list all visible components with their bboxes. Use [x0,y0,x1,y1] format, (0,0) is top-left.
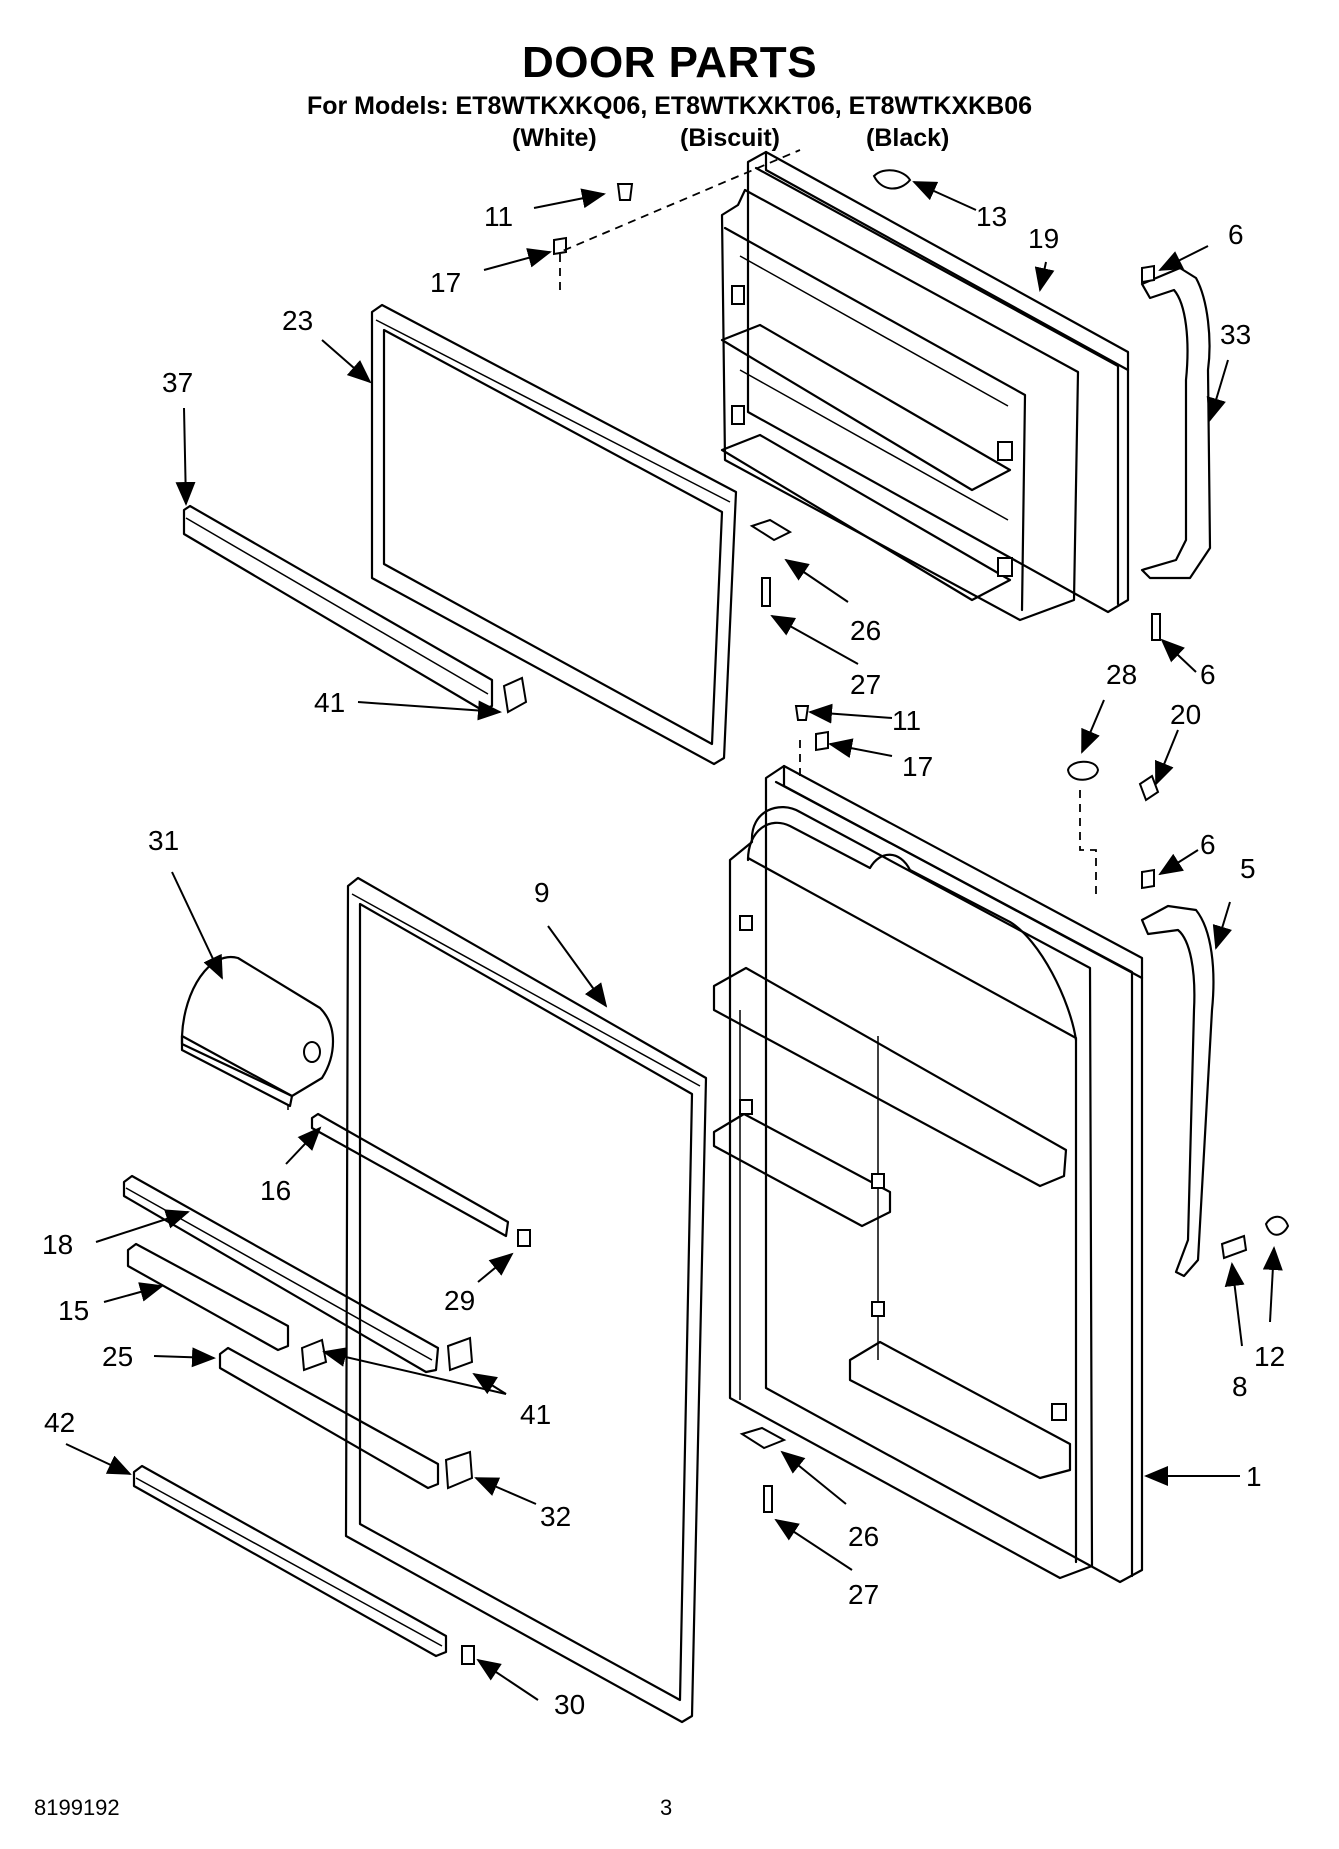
callout-8: 8 [1232,1371,1248,1402]
callout-32: 32 [540,1501,571,1532]
callout-26: 26 [850,615,881,646]
document-number: 8199192 [34,1795,120,1820]
callout-42: 42 [44,1407,75,1438]
hardware [553,169,1290,1513]
callout-26-lower: 26 [848,1521,879,1552]
callout-16: 16 [260,1175,291,1206]
callout-5: 5 [1240,853,1256,884]
dairy-door [180,955,335,1110]
freezer-gasket [370,303,738,766]
callout-18: 18 [42,1229,73,1260]
callout-13: 13 [976,201,1007,232]
freezer-door [720,150,1130,622]
callout-19: 19 [1028,223,1059,254]
callout-31: 31 [148,825,179,856]
models-line: For Models: ET8WTKXKQ06, ET8WTKXKT06, ET… [306,92,1033,120]
callout-33: 33 [1220,319,1251,350]
callout-17: 17 [430,267,461,298]
callout-20: 20 [1170,699,1201,730]
callout-25: 25 [102,1341,133,1372]
trim-15 [126,1242,290,1352]
fresh-food-gasket [344,876,708,1724]
page-title: DOOR PARTS [521,38,818,87]
callout-41: 41 [314,687,345,718]
color-label-white: (White) [512,124,597,152]
callout-41-lower: 41 [520,1399,551,1430]
callout-6-fresh-food: 6 [1200,829,1216,860]
callout-11: 11 [484,201,513,232]
callout-37: 37 [162,367,193,398]
callout-6-lower-freezer: 6 [1200,659,1216,690]
alignment-lines [559,149,1097,900]
handle-33 [1140,266,1212,580]
callout-27: 27 [850,669,881,700]
trim-37 [182,504,494,712]
trim-25 [218,1346,440,1490]
callout-28: 28 [1106,659,1137,690]
leader-arrows [65,181,1283,1701]
trim-16 [310,1112,510,1238]
callout-12: 12 [1254,1341,1285,1372]
fresh-food-door [712,764,1144,1584]
callout-11-lower: 11 [892,705,921,736]
callout-9: 9 [534,877,550,908]
callout-1: 1 [1246,1461,1262,1492]
callout-15: 15 [58,1295,89,1326]
callout-6: 6 [1228,219,1244,250]
callout-23: 23 [282,305,313,336]
page-number: 3 [660,1795,673,1820]
callout-27-lower: 27 [848,1579,879,1610]
handle-5 [1140,904,1215,1278]
callout-30: 30 [554,1689,585,1720]
trim-42 [132,1464,448,1658]
callout-29: 29 [444,1285,475,1316]
color-label-biscuit: (Biscuit) [680,124,780,152]
color-label-black: (Black) [866,124,950,152]
end-caps [300,676,531,1665]
callout-labels: 11 13 19 6 17 23 33 37 26 27 6 41 28 11 … [42,201,1285,1720]
callout-17-lower: 17 [902,751,933,782]
